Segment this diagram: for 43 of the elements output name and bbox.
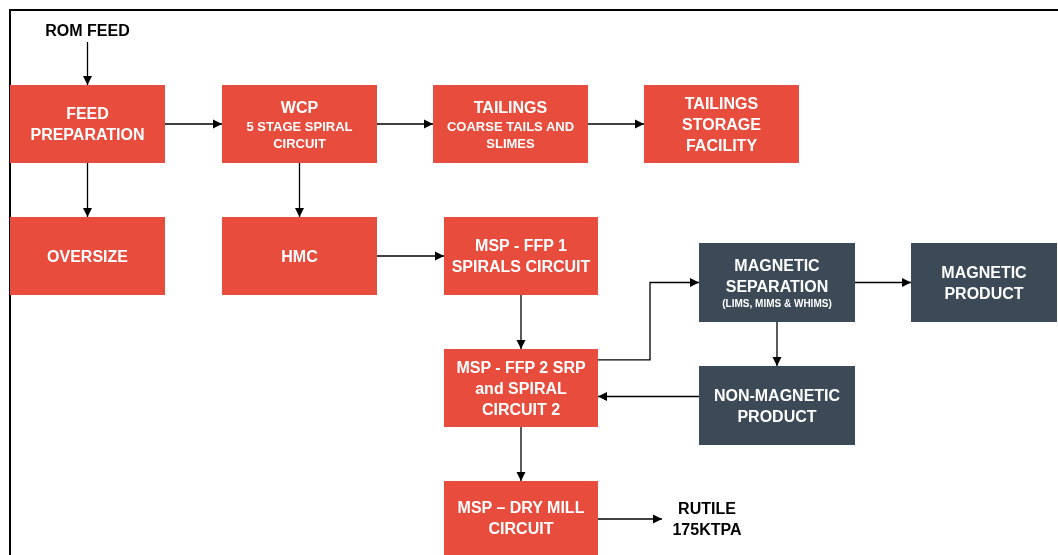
arrow [516,426,526,482]
box-title: WCP [280,97,319,118]
arrow [164,119,223,129]
arrow [376,119,434,129]
arrow [376,251,445,261]
process-box [699,366,855,445]
box-subtitle: (LIMS, MIMS & WHIMS) [722,297,832,310]
arrow [597,514,663,524]
process-box [222,217,377,295]
box-subtitle: 5 STAGE SPIRAL CIRCUIT [245,117,354,152]
box-title: RUTILE 175KTPA [671,499,743,540]
box-title: ROM FEED [45,20,130,41]
process-box [911,243,1057,322]
box-title: MAGNETIC PRODUCT [940,262,1028,304]
box-title: MAGNETIC SEPARATION [724,256,830,297]
box-title: MSP - FFP 1 SPIRALS CIRCUIT [450,236,592,277]
box-title: OVERSIZE [47,246,128,267]
arrow [597,391,700,402]
arrow [587,119,645,129]
box-title: TAILINGS [473,97,548,118]
process-box [444,217,598,295]
box-subtitle: COARSE TAILS AND SLIMES [445,117,576,152]
arrow [854,277,912,288]
box-title: TAILINGS STORAGE FACILITY [681,93,762,156]
box-title: NON-MAGNETIC PRODUCT [712,385,842,427]
box-title: MSP - FFP 2 SRP and SPIRAL CIRCUIT 2 [455,357,587,420]
arrow [82,41,93,86]
process-box [644,85,799,163]
arrow [772,321,782,367]
arrow [516,294,526,350]
arrow [597,277,700,361]
process-box [699,243,855,322]
box-title: MSP – DRY MILL CIRCUIT [456,498,586,539]
arrow [82,162,93,218]
process-box [10,217,165,295]
process-box [444,349,598,427]
process-box [222,85,377,163]
box-title: FEED PREPARATION [29,104,146,145]
arrow [294,162,305,218]
process-box [444,481,598,555]
process-box [10,85,165,163]
box-title: HMC [281,246,318,267]
process-box [433,85,588,163]
